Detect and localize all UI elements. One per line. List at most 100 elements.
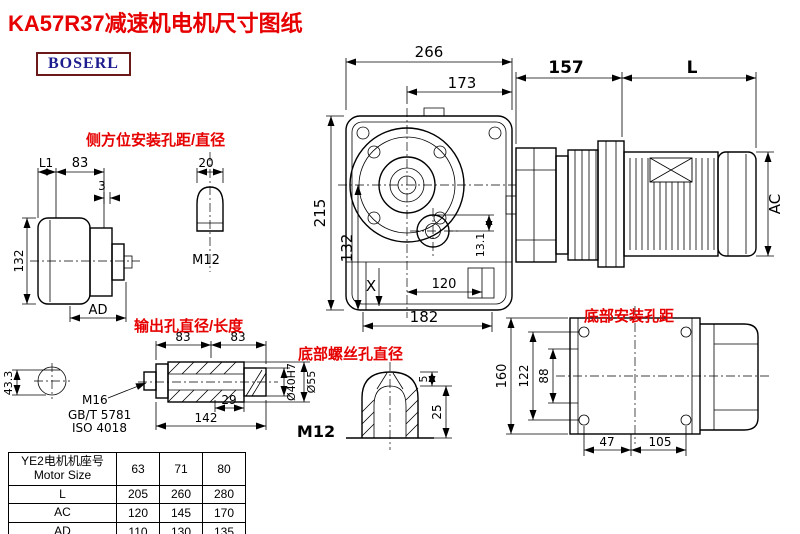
screw-hatch — [361, 372, 419, 437]
dim-5-label: 5 — [417, 376, 430, 383]
side-face-view: L1 83 3 132 AD — [12, 156, 140, 322]
cell: 135 — [202, 522, 246, 534]
dim-20: 20 — [196, 156, 224, 183]
dim-L1-label: L1 — [39, 156, 53, 170]
size-80: 80 — [202, 452, 246, 486]
dim-29-label: 29 — [221, 393, 236, 407]
front-view: 266 173 215 132 120 — [311, 43, 516, 332]
dim-215: 215 — [311, 115, 344, 311]
dim-157: 157 — [515, 58, 623, 144]
dim-13-1-label: 13.1 — [474, 233, 487, 258]
dim-83-83: 83 83 — [155, 330, 267, 364]
dim-266-label: 266 — [415, 43, 444, 61]
dim-13-1: 13.1 — [436, 214, 494, 258]
motor-size-table: YE2电机机座号 Motor Size 63 71 80 L 205 260 2… — [8, 452, 246, 534]
dim-122-label: 122 — [517, 365, 531, 388]
table-header-row: YE2电机机座号 Motor Size 63 71 80 — [8, 452, 246, 486]
x-marker: X — [366, 268, 383, 306]
dim-88: 88 — [537, 348, 570, 404]
side-bolt-thread-label: M12 — [192, 253, 220, 268]
cell: 280 — [202, 484, 246, 505]
table-row-L: L 205 260 280 — [8, 484, 246, 505]
dim-120-label: 120 — [432, 277, 457, 292]
iso-standard-label: ISO 4018 — [72, 421, 127, 435]
shaft-hatch — [167, 361, 267, 403]
gb-standard-label: GB/T 5781 — [68, 408, 131, 422]
dim-3-label: 3 — [98, 179, 106, 193]
row-label: L — [8, 484, 117, 505]
row-label: AD — [8, 522, 117, 534]
page-title: KA57R37减速机电机尺寸图纸 — [8, 11, 303, 36]
dim-47-105: 47 105 — [583, 426, 687, 456]
bottom-mount-view: 160 122 88 47 105 — [495, 306, 772, 456]
size-71: 71 — [159, 452, 203, 486]
dim-215-label: 215 — [311, 199, 329, 228]
dim-142: 142 — [155, 400, 267, 430]
dim-120: 120 — [407, 268, 483, 298]
dim-47-label: 47 — [599, 435, 614, 449]
dim-182-label: 182 — [410, 308, 439, 326]
side-bolt: 20 M12 — [192, 152, 224, 272]
output-hole-annotation: 输出孔直径/长度 — [134, 318, 244, 335]
bottom-mount-annotation: 底部安装孔距 — [584, 308, 675, 325]
brand-logo: BOSERL — [36, 52, 131, 76]
dim-122: 122 — [517, 331, 579, 421]
dim-bore-40: Ø40H7 — [266, 363, 298, 401]
dim-132-side-label: 132 — [12, 250, 26, 273]
dim-132-side: 132 — [12, 217, 36, 305]
dim-88-label: 88 — [537, 368, 551, 383]
dim-160-label: 160 — [495, 364, 510, 389]
x-marker-label: X — [366, 277, 376, 295]
bottom-screw-view: M12 5 25 — [297, 362, 452, 450]
cell: 120 — [116, 503, 160, 524]
dim-L1-83: L1 83 — [37, 156, 105, 228]
dim-157-label: 157 — [548, 58, 584, 78]
dim-266: 266 — [345, 43, 513, 110]
table-header-cell: YE2电机机座号 Motor Size — [8, 452, 117, 486]
side-mount-annotation: 侧方位安装孔距/直径 — [86, 132, 226, 149]
output-shaft-view: 43.3 83 83 29 — [2, 330, 318, 435]
cell: 145 — [159, 503, 203, 524]
dim-25: 25 — [420, 386, 452, 439]
m16-label: M16 — [82, 393, 108, 407]
size-63: 63 — [116, 452, 160, 486]
row-label: AC — [8, 503, 117, 524]
dim-83-side-label: 83 — [72, 156, 89, 171]
table-row-AC: AC 120 145 170 — [8, 503, 246, 524]
thread-callout: M16 GB/T 5781 ISO 4018 — [68, 382, 147, 435]
fan-cover — [717, 151, 757, 257]
dim-AD-label: AD — [89, 303, 108, 318]
dim-142-label: 142 — [195, 411, 218, 425]
cell: 110 — [116, 522, 160, 534]
dim-L: L — [622, 58, 757, 148]
dim-3: 3 — [94, 179, 120, 204]
dim-173-label: 173 — [448, 74, 477, 92]
dim-132-front-label: 132 — [338, 234, 356, 263]
bottom-screw-thread-label: M12 — [297, 422, 335, 441]
dim-43-3: 43.3 — [2, 369, 46, 396]
dim-83a-label: 83 — [175, 330, 190, 344]
table-row-AD: AD 110 130 135 — [8, 522, 246, 534]
motor-fins — [629, 158, 715, 250]
dim-25-label: 25 — [430, 404, 444, 419]
dim-43-3-label: 43.3 — [2, 371, 15, 396]
table-header-en: Motor Size — [33, 467, 92, 482]
dim-AC: AC — [756, 151, 784, 257]
dim-bore-40-label: Ø40H7 — [285, 363, 298, 401]
dim-105-label: 105 — [649, 435, 672, 449]
dim-dia-55: Ø55 — [244, 361, 318, 403]
cell: 260 — [159, 484, 203, 505]
bottom-screw-annotation: 底部螺丝孔直径 — [298, 346, 404, 363]
dim-132-front: 132 — [338, 185, 362, 310]
cell: 170 — [202, 503, 246, 524]
dim-AC-label: AC — [766, 194, 784, 214]
cell: 130 — [159, 522, 203, 534]
dim-dia-55-label: Ø55 — [305, 371, 318, 394]
dim-5: 5 — [417, 371, 452, 387]
dim-182: 182 — [362, 308, 493, 332]
dim-20-label: 20 — [198, 156, 213, 170]
dim-AD: AD — [69, 282, 127, 322]
dim-83b-label: 83 — [230, 330, 245, 344]
